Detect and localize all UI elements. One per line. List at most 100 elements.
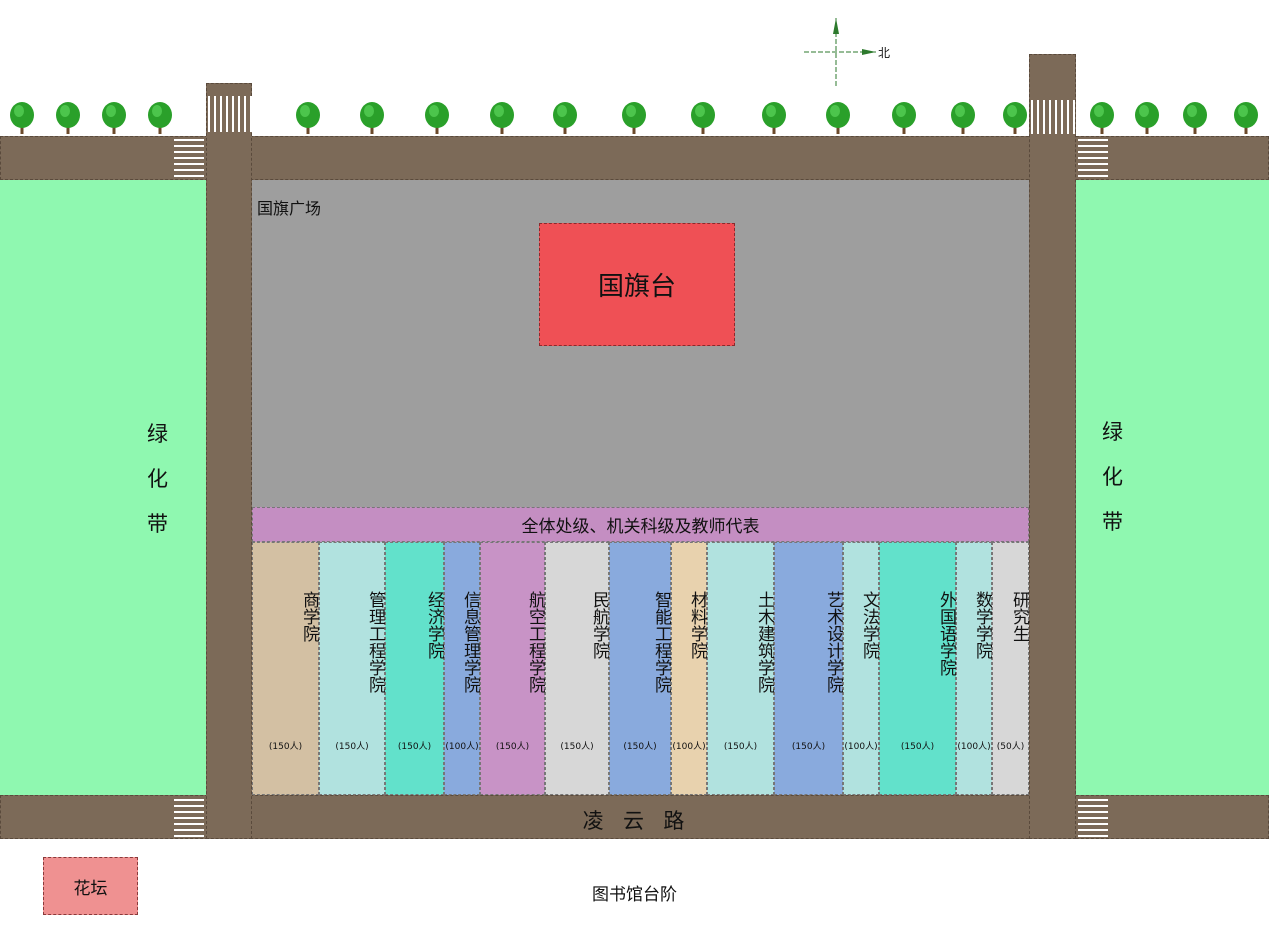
college-name-text: 智能工程学院 bbox=[651, 591, 671, 693]
college-name: 航空工程学院 bbox=[481, 591, 545, 693]
college-count: (150人) bbox=[495, 742, 530, 752]
college-name-text: 外国语学院 bbox=[936, 591, 956, 676]
college-name: 材料学院 bbox=[672, 591, 707, 659]
college-count: (150人) bbox=[900, 742, 935, 752]
college-column: 民航学院 (150人) bbox=[545, 542, 609, 795]
college-name: 数学学院 bbox=[957, 591, 992, 659]
college-name-text: 经济学院 bbox=[424, 591, 444, 659]
tree-icon bbox=[825, 100, 851, 134]
flower-bed: 花坛 bbox=[43, 857, 138, 915]
flag-platform: 国旗台 bbox=[539, 223, 735, 346]
college-column: 土木建筑学院 (150人) bbox=[707, 542, 774, 795]
college-name-text: 民航学院 bbox=[589, 591, 609, 659]
college-column: 商学院 (150人) bbox=[252, 542, 319, 795]
road-name: 凌 云 路 bbox=[582, 809, 687, 833]
college-name-text: 航空工程学院 bbox=[525, 591, 545, 693]
tree-icon bbox=[950, 100, 976, 134]
college-name-text: 材料学院 bbox=[687, 591, 707, 659]
flag-platform-label: 国旗台 bbox=[597, 272, 676, 302]
green-belt-right-char: 带 bbox=[1102, 510, 1123, 534]
college-name-text: 信息管理学院 bbox=[460, 591, 480, 693]
tree-icon bbox=[359, 100, 385, 134]
green-belt-right: 绿 化 带 bbox=[1076, 180, 1269, 795]
library-steps-label: 图书馆台阶 bbox=[592, 885, 677, 905]
college-count: (150人) bbox=[268, 742, 303, 752]
college-count: (150人) bbox=[791, 742, 826, 752]
left-road bbox=[206, 83, 252, 839]
tree-icon bbox=[295, 100, 321, 134]
plaza-label: 国旗广场 bbox=[257, 199, 322, 218]
tree-icon bbox=[1089, 100, 1115, 134]
green-belt-right-char: 化 bbox=[1102, 465, 1123, 489]
tree-icon bbox=[891, 100, 917, 134]
college-name: 商学院 bbox=[253, 591, 319, 642]
college-count: (150人) bbox=[723, 742, 758, 752]
college-count: (150人) bbox=[560, 742, 594, 752]
compass: 北 bbox=[800, 14, 900, 94]
green-belt-left-char: 绿 bbox=[147, 422, 168, 446]
tree-icon bbox=[9, 100, 35, 134]
college-name: 经济学院 bbox=[386, 591, 444, 659]
crosswalk-icon bbox=[1031, 100, 1075, 134]
tree-icon bbox=[101, 100, 127, 134]
tree-icon bbox=[1134, 100, 1160, 134]
college-count: (150人) bbox=[335, 742, 369, 752]
college-column: 信息管理学院 (100人) bbox=[444, 542, 480, 795]
college-count: (100人) bbox=[445, 742, 479, 752]
college-name-text: 文法学院 bbox=[859, 591, 879, 659]
green-belt-right-char: 绿 bbox=[1102, 420, 1123, 444]
crosswalk-icon bbox=[174, 799, 204, 837]
tree-icon bbox=[424, 100, 450, 134]
crosswalk-icon bbox=[174, 139, 204, 177]
tree-icon bbox=[552, 100, 578, 134]
college-column: 外国语学院 (150人) bbox=[879, 542, 956, 795]
tree-icon bbox=[55, 100, 81, 134]
college-name: 民航学院 bbox=[546, 591, 609, 659]
crosswalk-icon bbox=[208, 96, 252, 132]
college-name-text: 艺术设计学院 bbox=[823, 591, 843, 693]
college-column: 材料学院 (100人) bbox=[671, 542, 707, 795]
college-count: (150人) bbox=[623, 742, 657, 752]
tree-icon bbox=[761, 100, 787, 134]
compass-arrow-icon bbox=[804, 18, 876, 88]
college-name-text: 研究生 bbox=[1009, 591, 1029, 642]
college-count: (100人) bbox=[672, 742, 706, 752]
college-name-text: 管理工程学院 bbox=[365, 591, 385, 693]
tree-icon bbox=[1233, 100, 1259, 134]
green-belt-left-char: 带 bbox=[147, 512, 168, 536]
college-column: 研究生 (50人) bbox=[992, 542, 1029, 795]
college-count: (50人) bbox=[996, 742, 1025, 752]
college-name: 研究生 bbox=[993, 591, 1029, 642]
representatives-label: 全体处级、机关科级及教师代表 bbox=[521, 517, 760, 537]
college-name: 管理工程学院 bbox=[320, 591, 385, 693]
college-name: 外国语学院 bbox=[880, 591, 956, 676]
green-belt-left-char: 化 bbox=[147, 467, 168, 491]
compass-north-label: 北 bbox=[878, 46, 891, 60]
tree-icon bbox=[1002, 100, 1028, 134]
tree-icon bbox=[489, 100, 515, 134]
college-column: 数学学院 (100人) bbox=[956, 542, 992, 795]
college-column: 艺术设计学院 (150人) bbox=[774, 542, 843, 795]
crosswalk-icon bbox=[1078, 799, 1108, 837]
college-name: 智能工程学院 bbox=[610, 591, 671, 693]
college-column: 文法学院 (100人) bbox=[843, 542, 879, 795]
college-column: 经济学院 (150人) bbox=[385, 542, 444, 795]
college-name: 信息管理学院 bbox=[445, 591, 480, 693]
college-count: (150人) bbox=[397, 742, 432, 752]
college-name-text: 土木建筑学院 bbox=[754, 591, 774, 693]
college-name-text: 数学学院 bbox=[972, 591, 992, 659]
tree-icon bbox=[147, 100, 173, 134]
representatives-band: 全体处级、机关科级及教师代表 bbox=[252, 507, 1029, 542]
college-column: 智能工程学院 (150人) bbox=[609, 542, 671, 795]
right-road bbox=[1029, 54, 1076, 839]
college-name: 文法学院 bbox=[844, 591, 879, 659]
tree-icon bbox=[1182, 100, 1208, 134]
crosswalk-icon bbox=[1078, 139, 1108, 177]
college-name: 艺术设计学院 bbox=[775, 591, 843, 693]
college-column: 管理工程学院 (150人) bbox=[319, 542, 385, 795]
college-count: (100人) bbox=[957, 742, 991, 752]
green-belt-left: 绿 化 带 bbox=[0, 180, 206, 795]
flower-bed-label: 花坛 bbox=[73, 878, 108, 899]
college-name: 土木建筑学院 bbox=[708, 591, 774, 693]
college-count: (100人) bbox=[844, 742, 878, 752]
